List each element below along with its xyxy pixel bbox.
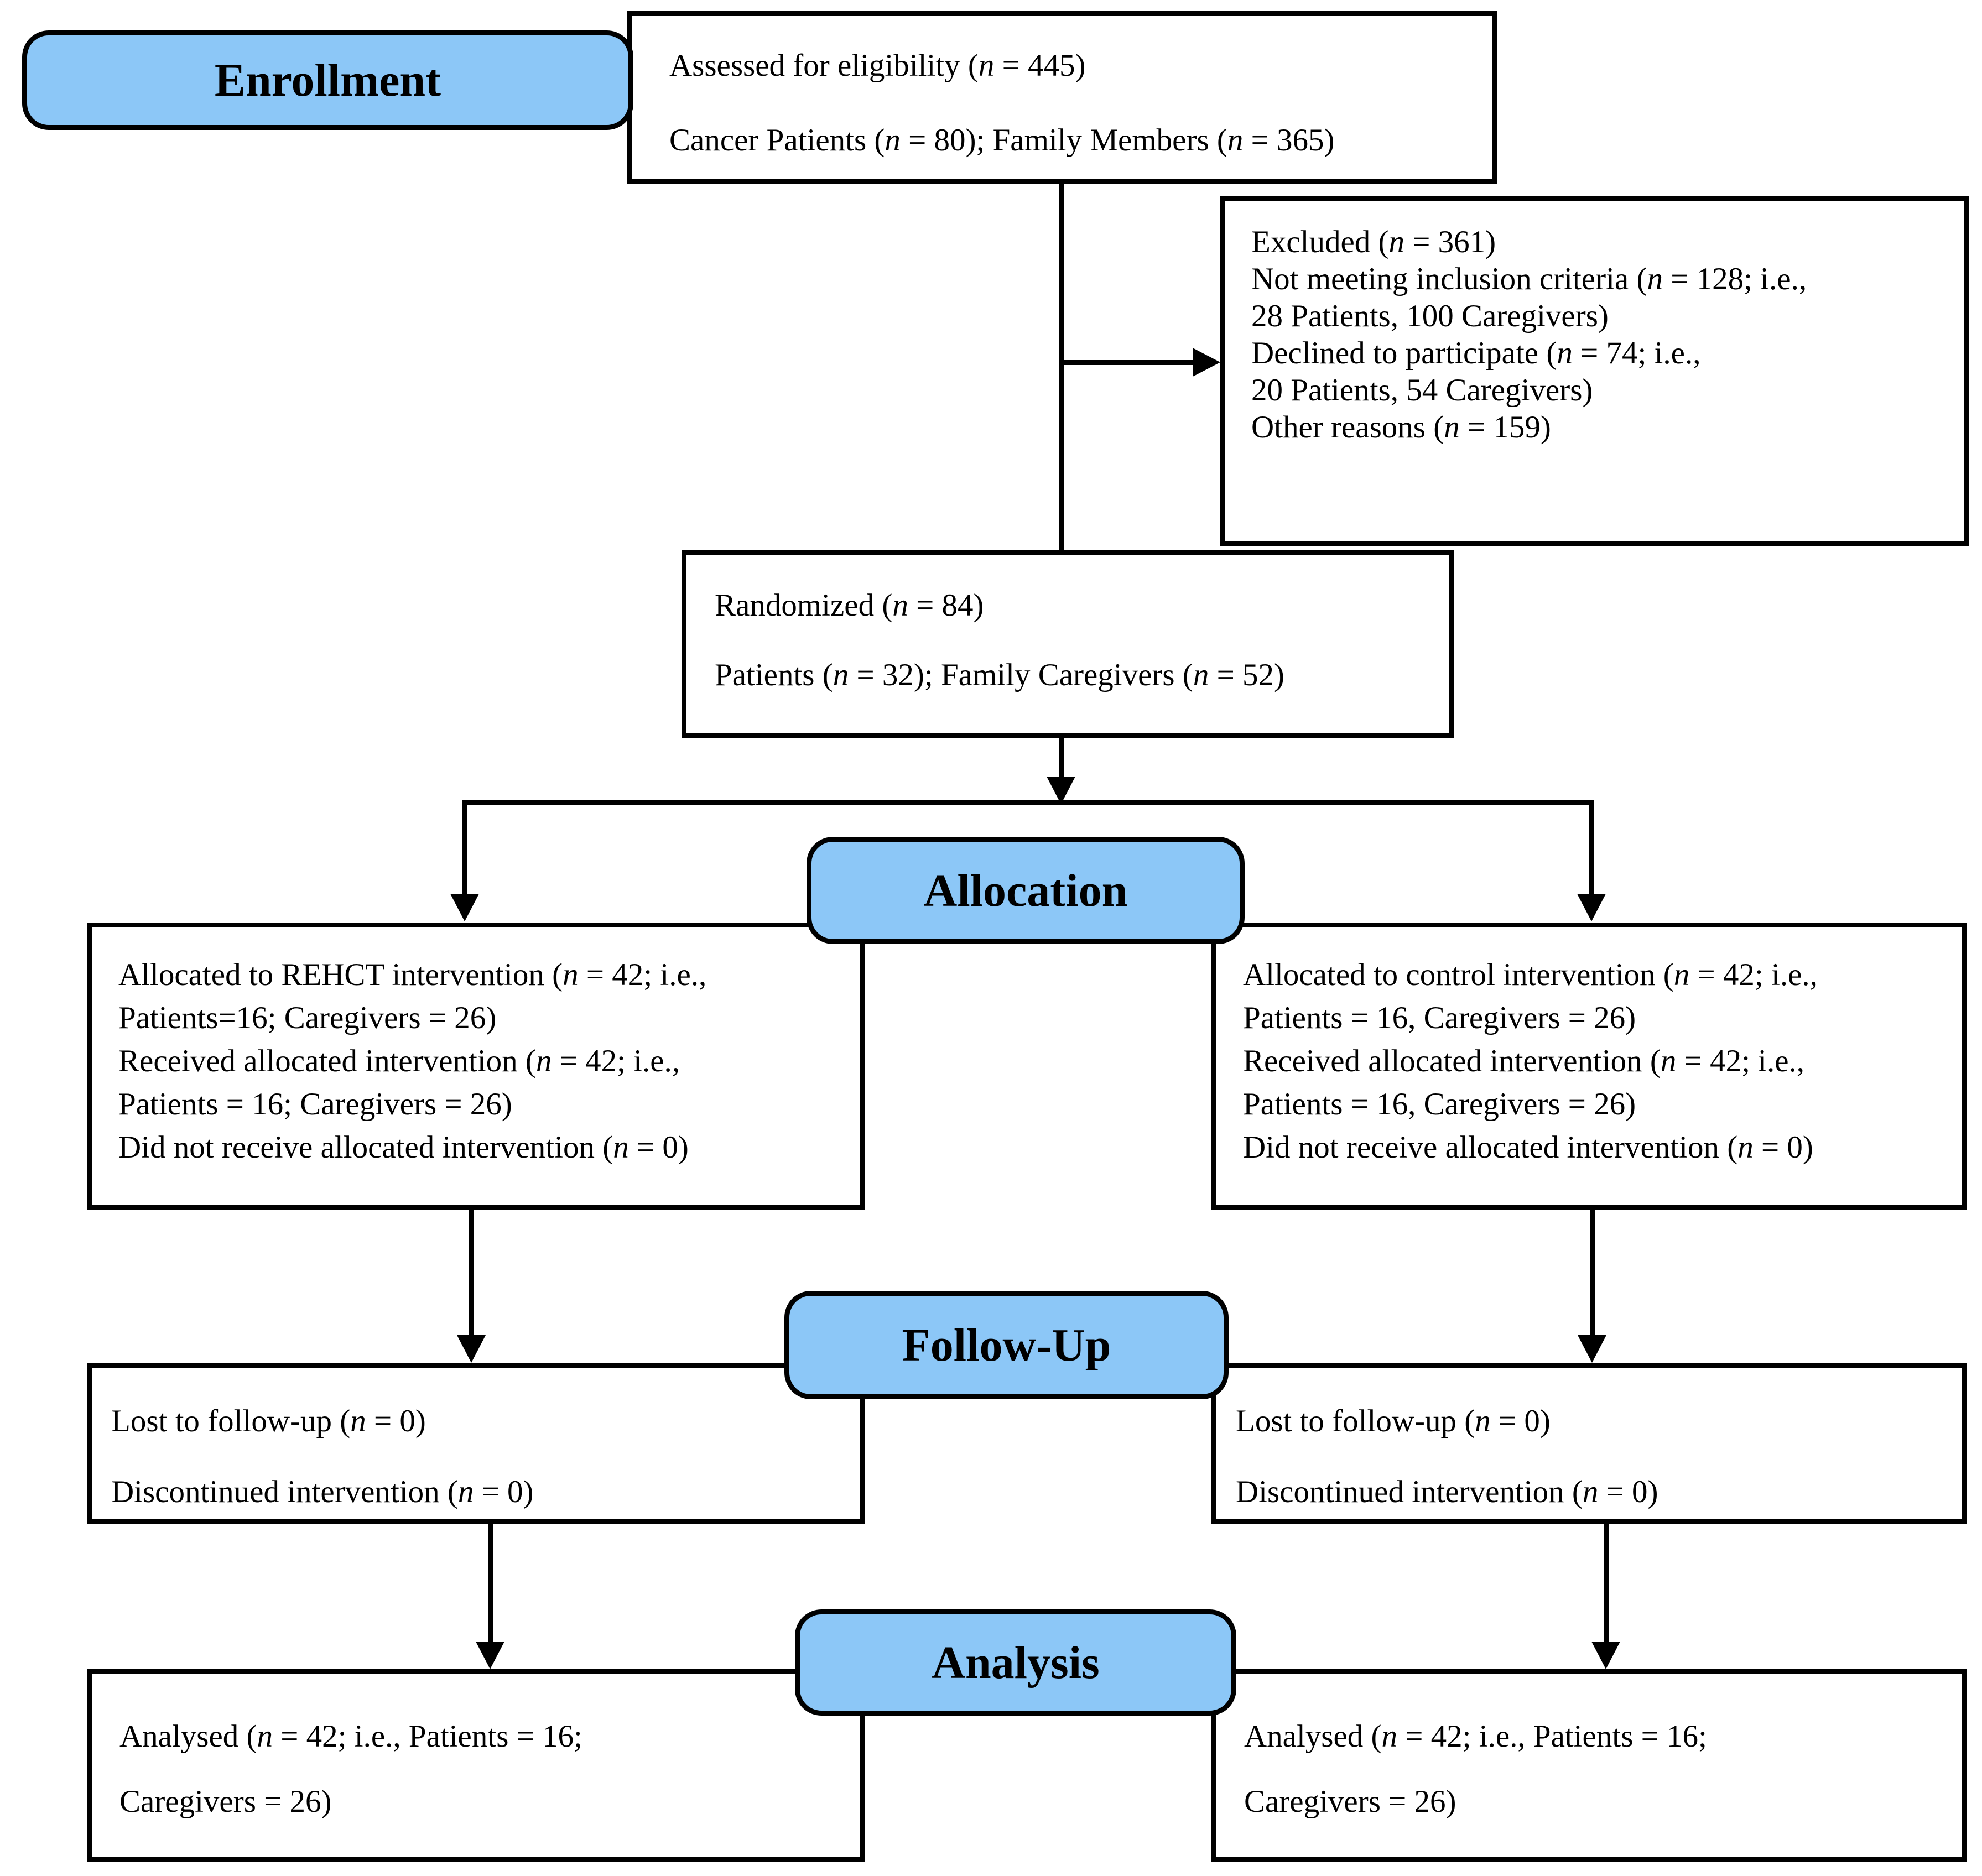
arrowhead-into-allocation-right-icon — [1577, 894, 1606, 921]
connector-randomized-to-split — [1059, 738, 1064, 778]
connector-split-to-allocation-right — [1589, 800, 1594, 895]
connector-allocation-to-followup-left — [469, 1210, 474, 1336]
arrowhead-onto-split-icon — [1047, 777, 1075, 804]
box-line: 28 Patients, 100 Caregivers) — [1251, 299, 1609, 333]
box-line: Not meeting inclusion criteria (n = 128;… — [1251, 262, 1807, 296]
connector-followup-to-analysis-right — [1604, 1524, 1609, 1643]
followup-control-box: Lost to follow-up (n = 0) Discontinued i… — [1211, 1363, 1967, 1524]
box-line: Allocated to REHCT intervention (n = 42;… — [118, 957, 707, 992]
box-line: Other reasons (n = 159) — [1251, 410, 1551, 445]
box-line: Declined to participate (n = 74; i.e., — [1251, 336, 1701, 371]
arrowhead-into-followup-right-icon — [1578, 1335, 1606, 1363]
box-line: Discontinued intervention (n = 0) — [1236, 1474, 1658, 1509]
box-line: Patients (n = 32); Family Caregivers (n … — [715, 658, 1284, 692]
stage-enrollment-label: Enrollment — [214, 54, 441, 106]
box-line: Lost to follow-up (n = 0) — [111, 1404, 426, 1439]
box-line: Patients = 16, Caregivers = 26) — [1243, 1087, 1636, 1122]
stage-followup-label: Follow-Up — [902, 1319, 1111, 1371]
box-line: Analysed (n = 42; i.e., Patients = 16; — [119, 1719, 582, 1754]
box-line: 20 Patients, 54 Caregivers) — [1251, 373, 1593, 408]
box-line: Excluded (n = 361) — [1251, 225, 1496, 259]
allocation-rehct-box: Allocated to REHCT intervention (n = 42;… — [87, 923, 865, 1210]
excluded-box: Excluded (n = 361) Not meeting inclusion… — [1220, 196, 1969, 546]
allocation-control-box: Allocated to control intervention (n = 4… — [1211, 923, 1967, 1210]
stage-analysis-label: Analysis — [932, 1637, 1100, 1689]
box-line: Analysed (n = 42; i.e., Patients = 16; — [1244, 1719, 1707, 1754]
box-line: Assessed for eligibility (n = 445) — [669, 48, 1086, 83]
assessed-for-eligibility-box: Assessed for eligibility (n = 445) Cance… — [627, 11, 1497, 184]
box-line: Cancer Patients (n = 80); Family Members… — [669, 123, 1335, 158]
box-line: Patients=16; Caregivers = 26) — [118, 1000, 497, 1035]
box-line: Randomized (n = 84) — [715, 588, 984, 623]
randomized-box: Randomized (n = 84) Patients (n = 32); F… — [682, 550, 1454, 738]
box-line: Patients = 16; Caregivers = 26) — [118, 1087, 512, 1122]
stage-allocation: Allocation — [807, 837, 1245, 944]
box-line: Received allocated intervention (n = 42;… — [118, 1044, 680, 1078]
box-line: Received allocated intervention (n = 42;… — [1243, 1044, 1805, 1078]
box-line: Did not receive allocated intervention (… — [118, 1130, 689, 1165]
arrowhead-into-followup-left-icon — [457, 1335, 486, 1363]
box-line: Caregivers = 26) — [119, 1784, 332, 1819]
stage-enrollment: Enrollment — [22, 30, 633, 130]
stage-allocation-label: Allocation — [923, 864, 1128, 916]
box-line: Discontinued intervention (n = 0) — [111, 1474, 534, 1509]
stage-followup: Follow-Up — [784, 1291, 1229, 1399]
box-line: Did not receive allocated intervention (… — [1243, 1130, 1813, 1165]
connector-followup-to-analysis-left — [488, 1524, 493, 1643]
box-line: Caregivers = 26) — [1244, 1784, 1456, 1819]
box-line: Patients = 16, Caregivers = 26) — [1243, 1000, 1636, 1035]
arrowhead-into-excluded-icon — [1193, 348, 1220, 377]
arrowhead-into-analysis-right-icon — [1591, 1642, 1620, 1669]
split-line — [462, 800, 1594, 805]
arrowhead-into-analysis-left-icon — [476, 1642, 504, 1669]
box-line: Allocated to control intervention (n = 4… — [1243, 957, 1818, 992]
arrowhead-into-allocation-left-icon — [450, 894, 479, 921]
connector-split-to-allocation-left — [462, 800, 467, 895]
followup-rehct-box: Lost to follow-up (n = 0) Discontinued i… — [87, 1363, 865, 1524]
stage-analysis: Analysis — [795, 1609, 1236, 1716]
analysis-control-box: Analysed (n = 42; i.e., Patients = 16; C… — [1211, 1669, 1967, 1862]
connector-excluded-branch — [1061, 360, 1194, 365]
connector-assessed-to-randomized — [1059, 184, 1064, 551]
connector-allocation-to-followup-right — [1590, 1210, 1595, 1336]
analysis-rehct-box: Analysed (n = 42; i.e., Patients = 16; C… — [87, 1669, 865, 1862]
box-line: Lost to follow-up (n = 0) — [1236, 1404, 1551, 1439]
